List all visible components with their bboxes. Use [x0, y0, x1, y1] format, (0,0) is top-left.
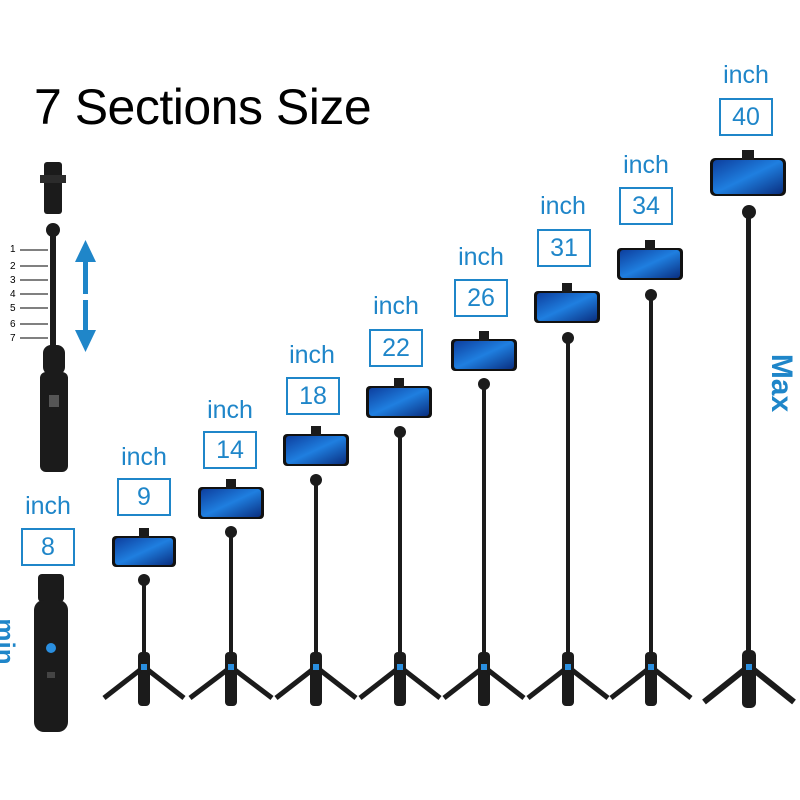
- selfie-stick-9: [102, 528, 186, 706]
- selfie-stick-31: [526, 283, 610, 706]
- size-box-40: 40: [719, 98, 773, 136]
- unit-label-9: inch: [121, 443, 167, 471]
- section-number: 6: [10, 319, 16, 330]
- section-number: 3: [10, 275, 16, 286]
- selfie-stick-22: [358, 378, 442, 706]
- unit-label-26: inch: [458, 243, 504, 271]
- page-title: 7 Sections Size: [34, 79, 372, 135]
- section-number: 4: [10, 289, 16, 300]
- size-box-34: 34: [619, 187, 673, 225]
- size-box-18: 18: [286, 377, 340, 415]
- size-box-26: 26: [454, 279, 508, 317]
- unit-label-18: inch: [289, 341, 335, 369]
- selfie-stick-34: [609, 240, 693, 706]
- unit-label-31: inch: [540, 192, 586, 220]
- size-box-8: 8: [21, 528, 75, 566]
- selfie-stick-40: [702, 150, 796, 708]
- selfie-stick-18: [274, 426, 358, 706]
- unit-label-14: inch: [207, 396, 253, 424]
- selfie-stick-26: [442, 331, 526, 706]
- section-diagram: [20, 162, 68, 472]
- down-arrow-icon: [75, 300, 96, 352]
- size-box-14: 14: [203, 431, 257, 469]
- size-box-31: 31: [537, 229, 591, 267]
- up-arrow-icon: [75, 240, 96, 294]
- collapsed-stick: [34, 574, 68, 732]
- tripod-units: [102, 150, 796, 708]
- unit-label-40: inch: [723, 61, 769, 89]
- section-number: 2: [10, 261, 16, 272]
- size-box-9: 9: [117, 478, 171, 516]
- section-number: 1: [10, 244, 16, 255]
- size-box-22: 22: [369, 329, 423, 367]
- unit-label-34: inch: [623, 151, 669, 179]
- selfie-stick-14: [188, 479, 274, 706]
- section-number: 5: [10, 303, 16, 314]
- unit-label-8: inch: [25, 492, 71, 520]
- unit-label-22: inch: [373, 292, 419, 320]
- section-number: 7: [10, 333, 16, 344]
